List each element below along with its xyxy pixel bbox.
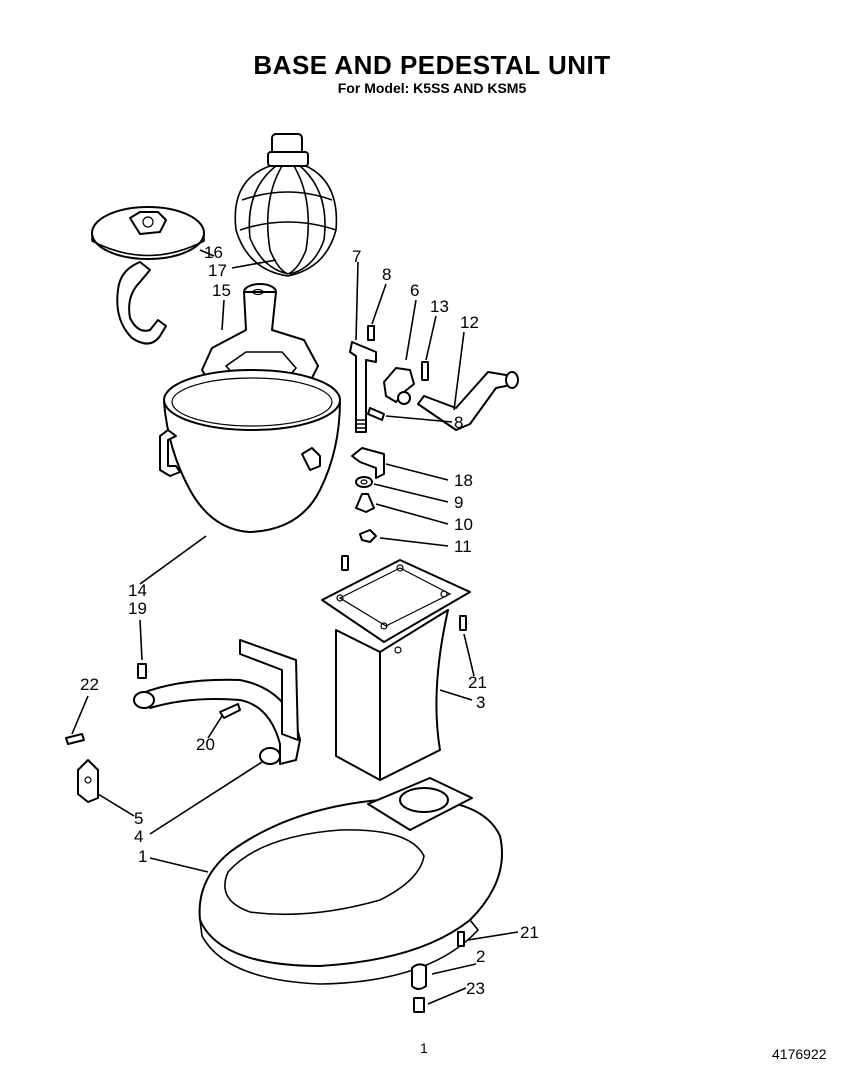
callout-23: 23 xyxy=(466,979,485,998)
nut-part xyxy=(359,529,377,543)
callout-6: 6 xyxy=(410,281,419,300)
latch-plate-part xyxy=(77,759,99,803)
bowl-lift-handle-part xyxy=(417,371,519,431)
callout-18: 18 xyxy=(454,471,473,490)
screw-20-part xyxy=(219,703,241,719)
callout-leader-lines xyxy=(71,249,519,1005)
callout-7: 7 xyxy=(352,247,361,266)
document-number: 4176922 xyxy=(772,1046,827,1062)
screw-8b-part xyxy=(367,407,385,421)
model-subtitle: For Model: K5SS AND KSM5 xyxy=(337,80,527,96)
set-screw-part xyxy=(367,325,375,341)
callout-3: 3 xyxy=(476,693,485,712)
callout-10: 10 xyxy=(454,515,473,534)
page-number: 1 xyxy=(420,1040,428,1056)
callout-13: 13 xyxy=(430,297,449,316)
callout-11: 11 xyxy=(454,537,472,556)
screw-22-part xyxy=(65,733,85,745)
callout-17: 17 xyxy=(208,261,227,280)
callout-9: 9 xyxy=(454,493,463,512)
bowl-support-part xyxy=(133,639,301,765)
callout-20: 20 xyxy=(196,735,215,754)
page-title: BASE AND PEDESTAL UNIT xyxy=(253,50,611,80)
callout-1: 1 xyxy=(138,847,147,866)
pouring-shield-part xyxy=(91,206,205,260)
rubber-foot-part xyxy=(411,963,427,990)
callout-15: 15 xyxy=(212,281,231,300)
callout-12: 12 xyxy=(460,313,479,332)
base-part xyxy=(198,777,503,985)
cam-part xyxy=(355,493,375,513)
callout-14: 14 xyxy=(128,581,147,600)
callout-8: 8 xyxy=(454,413,463,432)
clamp-bracket-part xyxy=(383,367,415,405)
dough-hook-part xyxy=(116,261,167,345)
spring-part xyxy=(355,476,373,488)
pedestal-column-part xyxy=(321,555,471,781)
callout-16: 16 xyxy=(204,243,223,262)
callout-2: 2 xyxy=(476,947,485,966)
callout-8: 8 xyxy=(382,265,391,284)
wire-whip-part xyxy=(234,133,338,277)
callout-21: 21 xyxy=(468,673,487,692)
bowl-clamp-rod-part xyxy=(349,341,377,433)
callout-21: 21 xyxy=(520,923,539,942)
screw-21a-part xyxy=(459,615,467,631)
callout-4: 4 xyxy=(134,827,143,846)
callout-5: 5 xyxy=(134,809,143,828)
pin-part xyxy=(421,361,429,381)
mixing-bowl-part xyxy=(159,369,341,533)
screw-23-part xyxy=(413,997,425,1013)
callout-22: 22 xyxy=(80,675,99,694)
screw-21b-part xyxy=(457,931,465,947)
callout-19: 19 xyxy=(128,599,147,618)
lock-plate-part xyxy=(351,447,385,479)
